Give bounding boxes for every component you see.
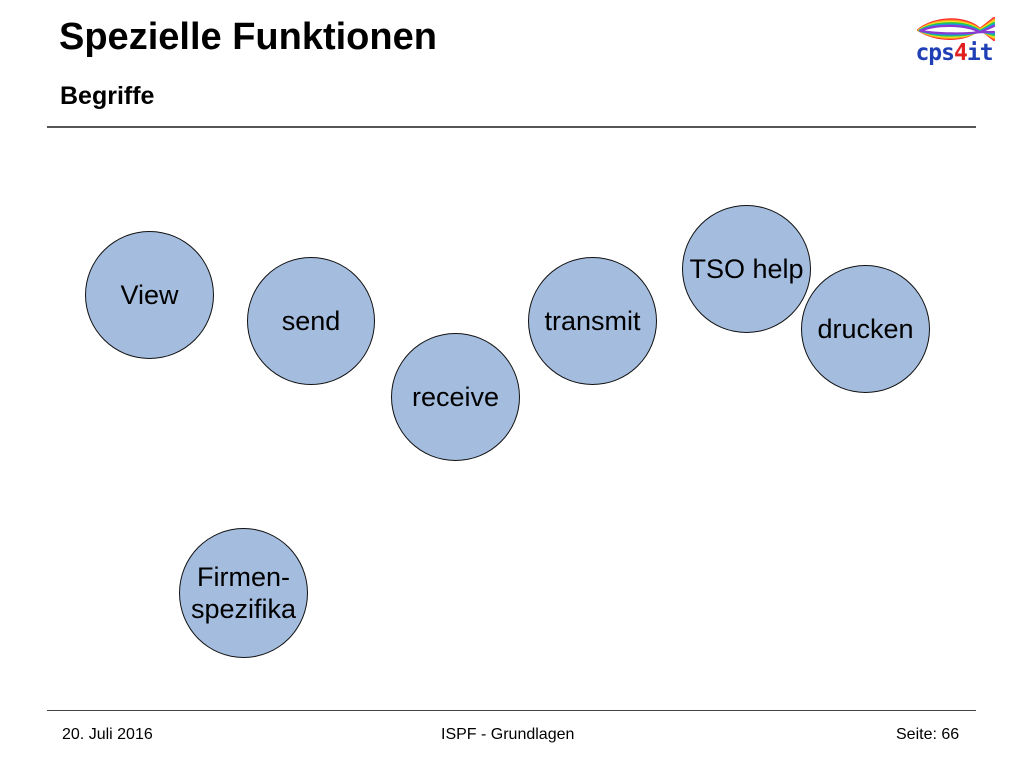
footer-page: Seite: 66 (896, 726, 960, 743)
fish-logo-icon (916, 16, 996, 42)
bubble-tso-help: TSO help (682, 205, 811, 333)
bubble-view: View (85, 231, 214, 359)
bubble-firmenspezifika: Firmen- spezifika (179, 528, 308, 658)
footer-course: ISPF - Grundlagen (441, 726, 575, 743)
page-subtitle: Begriffe (60, 82, 155, 110)
bubble-transmit: transmit (528, 257, 657, 385)
header-divider (47, 126, 976, 128)
fish-stroke (919, 24, 996, 35)
logo-text-it: it (966, 40, 994, 66)
logo-text-cps: cps (915, 40, 955, 66)
footer-divider (47, 710, 976, 711)
bubble-drucken: drucken (801, 265, 930, 393)
cps4it-logo: cps4it (908, 14, 1000, 70)
logo-text-4: 4 (953, 40, 968, 66)
page-title: Spezielle Funktionen (59, 16, 437, 58)
bubble-send: send (247, 257, 375, 385)
footer-date: 20. Juli 2016 (62, 726, 153, 743)
bubble-receive: receive (391, 333, 520, 461)
logo-text: cps4it (908, 40, 1000, 66)
